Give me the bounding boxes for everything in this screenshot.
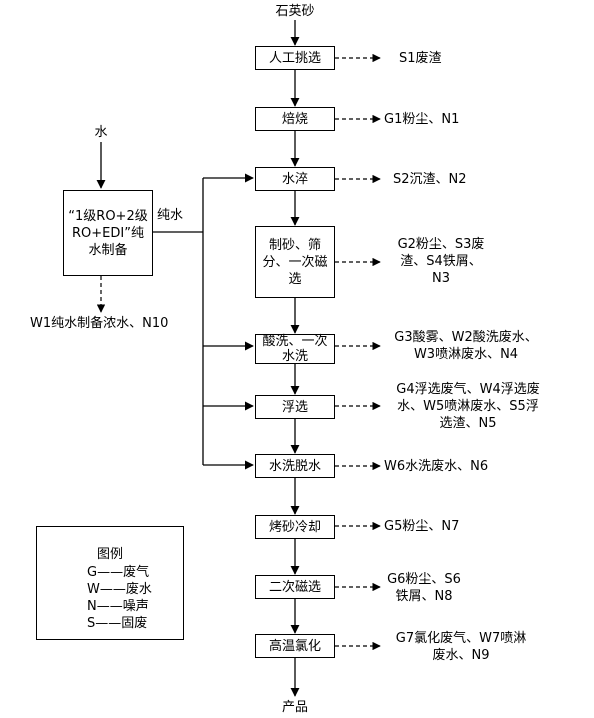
legend-title: 图例 bbox=[96, 547, 123, 562]
emission-label-7: W6水洗废水、N6 bbox=[384, 459, 489, 474]
step-9-label: 二次磁选 bbox=[268, 579, 321, 595]
process-step-9: 二次磁选 bbox=[255, 575, 335, 599]
ro-box-line-2: RO+EDI”纯 bbox=[72, 225, 144, 241]
step-4-label-2: 分、一次磁 bbox=[262, 254, 328, 270]
process-step-6: 浮选 bbox=[255, 395, 335, 419]
ro-output-label: W1纯水制备浓水、N10 bbox=[30, 316, 169, 331]
process-step-1: 人工挑选 bbox=[255, 46, 335, 70]
emission-label-6b: 水、W5喷淋废水、S5浮 bbox=[397, 399, 539, 414]
output-label: 产品 bbox=[281, 700, 308, 715]
emission-label-9b: 铁屑、N8 bbox=[395, 589, 453, 604]
legend-row-noise: N——噪声 bbox=[87, 599, 149, 614]
emission-label-2: G1粉尘、N1 bbox=[384, 112, 460, 127]
step-4-label-1: 制砂、筛 bbox=[268, 237, 321, 253]
step-10-label: 高温氯化 bbox=[268, 638, 321, 654]
ro-box-line-1: “1级RO+2级 bbox=[68, 208, 148, 224]
step-6-label: 浮选 bbox=[281, 399, 308, 415]
step-3-label: 水淬 bbox=[281, 171, 308, 187]
legend-box: 图例 G——废气 W——废水 N——噪声 S——固废 bbox=[36, 526, 184, 640]
emission-label-4b: 渣、S4铁屑、 bbox=[400, 254, 482, 269]
step-8-label: 烤砂冷却 bbox=[268, 519, 321, 535]
step-4-label-3: 选 bbox=[288, 271, 302, 287]
process-step-4: 制砂、筛 分、一次磁 选 bbox=[255, 226, 335, 298]
emission-label-4a: G2粉尘、S3废 bbox=[397, 237, 485, 252]
process-step-10: 高温氯化 bbox=[255, 634, 335, 658]
step-7-label: 水洗脱水 bbox=[268, 458, 321, 474]
legend-row-gas: G——废气 bbox=[87, 565, 150, 580]
emission-label-3: S2沉渣、N2 bbox=[393, 172, 467, 187]
process-step-2: 焙烧 bbox=[255, 107, 335, 131]
ro-pure-water-box: “1级RO+2级 RO+EDI”纯 水制备 bbox=[63, 190, 153, 276]
process-step-5: 酸洗、一次 水洗 bbox=[255, 334, 335, 364]
emission-label-9a: G6粉尘、S6 bbox=[387, 572, 461, 587]
emission-label-10b: 废水、N9 bbox=[432, 648, 490, 663]
emission-label-1: S1废渣 bbox=[399, 51, 442, 66]
step-5-label-2: 水洗 bbox=[281, 349, 308, 364]
input-label: 石英砂 bbox=[275, 4, 315, 19]
legend-row-water: W——废水 bbox=[87, 582, 152, 597]
process-step-7: 水洗脱水 bbox=[255, 454, 335, 478]
process-step-3: 水淬 bbox=[255, 167, 335, 191]
emission-label-10a: G7氯化废气、W7喷淋 bbox=[395, 631, 527, 646]
emission-label-5a: G3酸雾、W2酸洗废水、 bbox=[394, 330, 538, 345]
step-2-label: 焙烧 bbox=[281, 111, 308, 127]
step-1-label: 人工挑选 bbox=[268, 50, 321, 66]
emission-label-4c: N3 bbox=[432, 271, 450, 286]
water-source-label: 水 bbox=[94, 125, 108, 140]
step-5-label-1: 酸洗、一次 bbox=[262, 334, 328, 349]
emission-label-8: G5粉尘、N7 bbox=[384, 519, 460, 534]
emission-label-6c: 选渣、N5 bbox=[439, 416, 497, 431]
emission-label-5b: W3喷淋废水、N4 bbox=[413, 347, 519, 362]
ro-box-line-3: 水制备 bbox=[88, 242, 128, 258]
legend-row-solid: S——固废 bbox=[87, 616, 148, 631]
process-step-8: 烤砂冷却 bbox=[255, 515, 335, 539]
emission-label-6a: G4浮选废气、W4浮选废 bbox=[396, 382, 540, 397]
pure-water-label: 纯水 bbox=[157, 208, 184, 223]
